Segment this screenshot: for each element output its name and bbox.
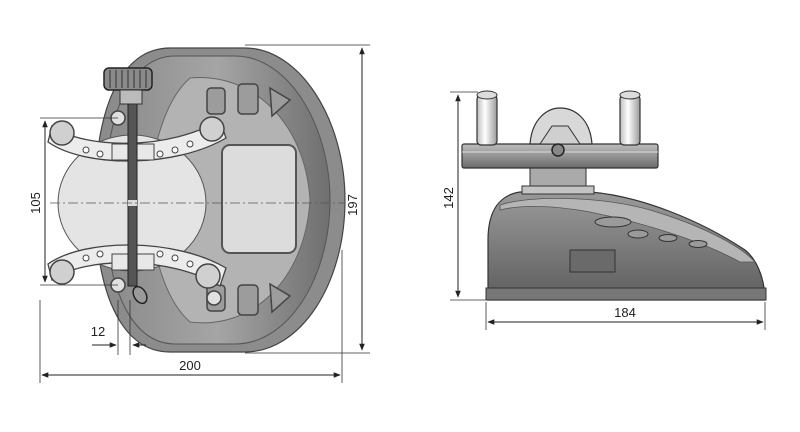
side-button-1 [594, 216, 632, 228]
roller-lower-left [49, 259, 75, 285]
dim-label-184: 184 [614, 305, 636, 320]
roller-axle [551, 143, 565, 157]
side-button-3 [658, 234, 678, 242]
button-top-1 [206, 87, 226, 115]
pin-right-bottom [206, 290, 222, 306]
upper-clamp-arm [47, 119, 227, 162]
dim-label-12: 12 [91, 324, 105, 339]
side-view: 142 184 [441, 90, 767, 330]
button-top-2 [237, 83, 259, 115]
lower-clamp-arm [47, 244, 227, 287]
button-bottom-3 [269, 282, 292, 314]
post-right [619, 94, 641, 146]
base-body [487, 191, 766, 301]
base-foot [485, 287, 767, 301]
button-bottom-2 [237, 284, 259, 316]
lead-screw [127, 95, 138, 287]
post-left [476, 94, 498, 146]
top-view: 197 105 12 200 [28, 44, 370, 383]
display-screen [221, 144, 297, 254]
dim-label-197: 197 [345, 194, 360, 216]
side-label-plate [569, 249, 616, 273]
roller-lower-right [195, 263, 221, 289]
roller-upper-left [49, 120, 75, 146]
dim-label-105: 105 [28, 192, 43, 214]
side-button-4 [688, 240, 708, 248]
button-top-3 [269, 86, 292, 118]
roller-upper-right [199, 116, 225, 142]
dim-label-200: 200 [179, 358, 201, 373]
side-button-2 [627, 229, 649, 239]
locking-screw [132, 285, 148, 305]
dim-label-142: 142 [441, 187, 456, 209]
base-top-surface [499, 197, 756, 263]
